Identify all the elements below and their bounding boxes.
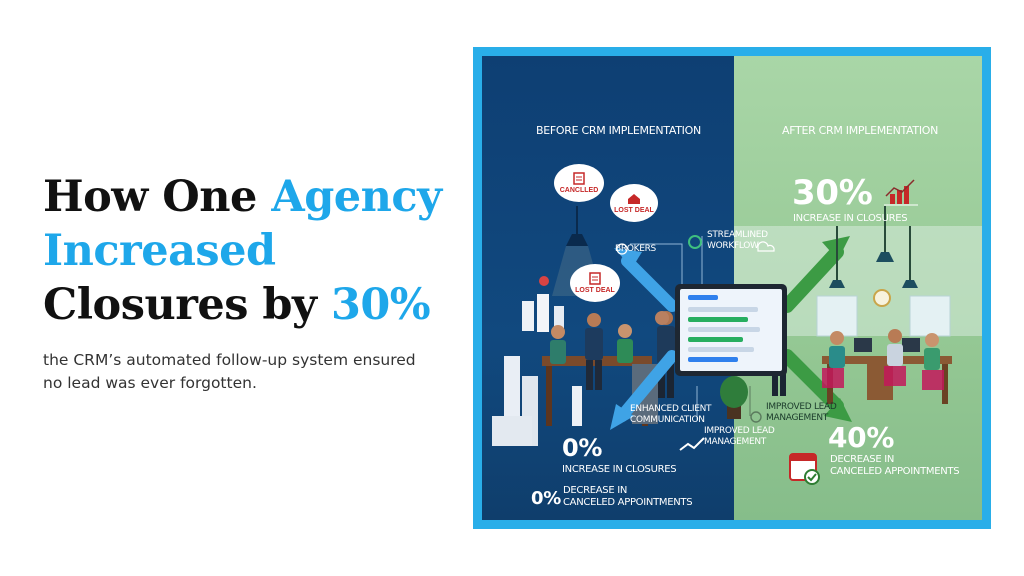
calendar-icon [789, 453, 820, 485]
label-line: IMPROVED LEAD [704, 426, 775, 436]
thought-bubble: LOST DEAL [570, 264, 620, 302]
plant [720, 376, 748, 419]
before-cancel-value: 0% [531, 488, 561, 509]
headline-accent: 30% [330, 280, 431, 330]
blue-arrows [610, 248, 678, 430]
after-cancel-value: 40% [828, 421, 895, 454]
thought-bubble: CANCLLED [554, 164, 604, 202]
page-headline: How One Agency Increased Closures by 30% [43, 170, 463, 332]
after-cancel-label: DECREASE IN CANCELED APPOINTMENTS [830, 454, 960, 478]
label-line: COMMUNICATION [630, 415, 705, 425]
gear-icon [750, 411, 762, 423]
headline-text: How One [43, 172, 272, 222]
headline-accent: Agency [271, 172, 442, 222]
label-line: IMPROVED LEAD [766, 402, 837, 412]
headline-accent: Increased [43, 226, 276, 276]
document-icon [589, 272, 601, 285]
crm-tablet [675, 284, 787, 376]
headline-line-1: How One Agency [43, 170, 463, 224]
subtitle: the CRM’s automated follow-up system ens… [43, 351, 416, 392]
bubble-label: LOST DEAL [575, 287, 615, 294]
manager-figure [655, 311, 669, 325]
wall-clock-icon [873, 289, 891, 307]
broker-icon [616, 243, 628, 255]
enhanced-communication-label: ENHANCED CLIENT COMMUNICATION [630, 404, 712, 426]
infographic-frame: CANCLLED LOST DEAL LOST DEAL BEFORE CRM … [473, 47, 991, 529]
improved-lead-label: IMPROVED LEAD MANAGEMENT [766, 402, 837, 424]
label-line: MANAGEMENT [766, 413, 828, 423]
cloud-icon [757, 241, 775, 252]
label-line: DECREASE IN [563, 485, 628, 496]
after-heading: AFTER CRM IMPLEMENTATION [782, 124, 939, 137]
office-illustration [492, 179, 952, 485]
streamlined-workflow-label: STREAMLINED WORKFLOW [707, 230, 768, 252]
after-closures-value: 30% [792, 173, 873, 213]
house-icon [628, 193, 640, 204]
bubble-label: CANCLLED [559, 187, 599, 194]
document-icon [573, 172, 585, 185]
headline-line-2: Increased [43, 224, 463, 278]
brokers-label: BROKERS [615, 244, 656, 254]
label-line: CANCELED APPOINTMENTS [563, 497, 693, 508]
growth-line-icon [679, 437, 705, 451]
headline-text: Closures by [43, 280, 331, 330]
pendant-lamp [829, 206, 918, 288]
before-heading: BEFORE CRM IMPLEMENTATION [536, 124, 701, 137]
infographic: CANCLLED LOST DEAL LOST DEAL BEFORE CRM … [482, 56, 982, 520]
thought-bubble: LOST DEAL [610, 184, 658, 222]
label-line: MANAGEMENT [704, 437, 766, 447]
alarm-clock-icon [539, 276, 549, 286]
trend-chart-icon [884, 179, 918, 206]
before-cancel-label: DECREASE IN CANCELED APPOINTMENTS [563, 485, 693, 509]
label-line: STREAMLINED [707, 230, 768, 240]
headline-line-3: Closures by 30% [43, 278, 463, 332]
before-closures-value: 0% [562, 434, 603, 462]
crm-dashboard [680, 289, 782, 371]
label-line: CANCELED APPOINTMENTS [830, 466, 960, 477]
improved-lead-label: IMPROVED LEAD MANAGEMENT [704, 426, 775, 448]
workflow-icon [688, 235, 702, 249]
before-closures-label: INCREASE IN CLOSURES [562, 464, 677, 475]
label-line: WORKFLOW [707, 241, 759, 251]
after-closures-label: INCREASE IN CLOSURES [793, 213, 908, 224]
label-line: DECREASE IN [830, 454, 895, 465]
office-window [816, 295, 951, 337]
connection-lines [630, 236, 751, 421]
bubble-label: LOST DEAL [614, 206, 654, 214]
label-line: ENHANCED CLIENT [630, 404, 712, 414]
